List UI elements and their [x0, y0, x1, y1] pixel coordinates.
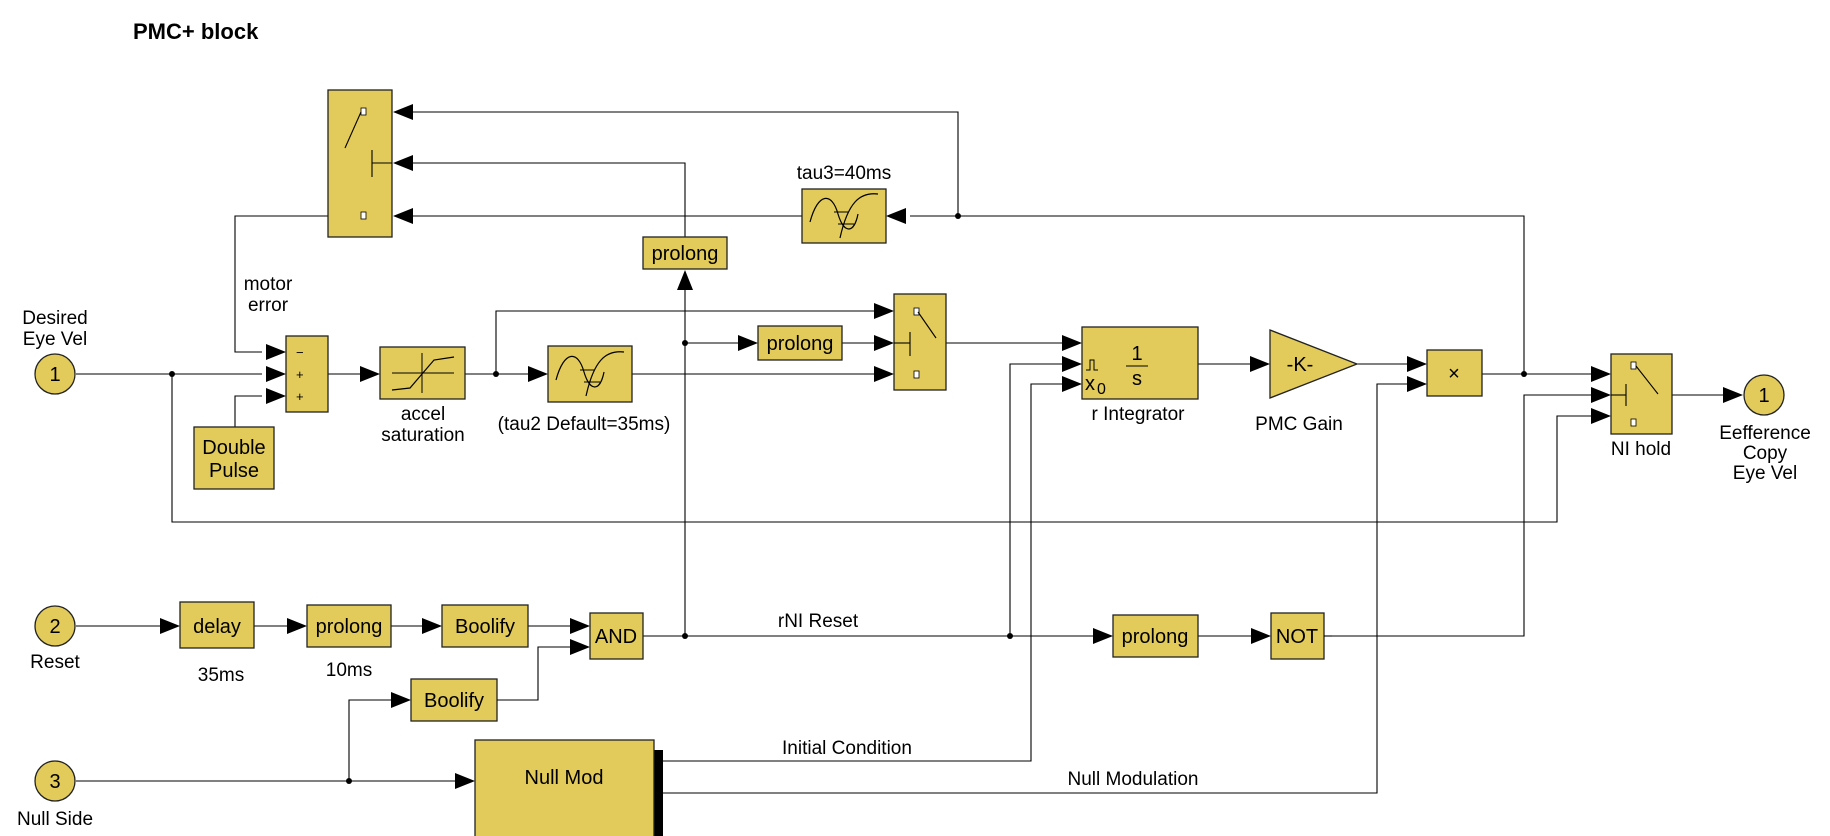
svg-text:Boolify: Boolify: [424, 690, 484, 712]
signal-wires: [76, 104, 1743, 794]
prolong-rni-block[interactable]: prolong: [1112, 614, 1199, 658]
ni-hold-label: NI hold: [1611, 439, 1671, 460]
prolong-reset-block[interactable]: prolong: [306, 604, 392, 648]
svg-text:delay: delay: [193, 616, 241, 638]
initial-condition-label: Initial Condition: [782, 738, 912, 759]
tau2-delay-label: (tau2 Default=35ms): [498, 414, 671, 435]
integrator-denominator: s: [1132, 368, 1142, 390]
integrator-label: r Integrator: [1092, 404, 1186, 425]
svg-text:prolong: prolong: [652, 243, 719, 265]
prolong-mid-block[interactable]: prolong: [757, 325, 843, 361]
boolify-1-block[interactable]: Boolify: [441, 604, 529, 648]
svg-text:Pulse: Pulse: [209, 460, 259, 482]
not-gate-block[interactable]: NOT: [1270, 612, 1325, 660]
inport-1[interactable]: 1: [34, 353, 76, 395]
double-pulse-block[interactable]: Double Pulse: [193, 426, 275, 490]
accel-saturation-label-2: saturation: [381, 425, 464, 446]
inport-1-label-2: Eye Vel: [23, 329, 87, 350]
svg-text:2: 2: [49, 616, 60, 638]
svg-text:AND: AND: [595, 626, 637, 648]
outport-1-label-3: Eye Vel: [1733, 463, 1797, 484]
null-mod-subsystem[interactable]: Null Mod: [474, 739, 663, 836]
svg-text:3: 3: [49, 771, 60, 793]
inport-3[interactable]: 3: [34, 760, 76, 802]
accel-saturation-block[interactable]: [379, 346, 466, 400]
inport-3-label: Null Side: [17, 809, 93, 830]
inport-1-label: Desired: [22, 308, 87, 329]
and-gate-block[interactable]: AND: [589, 612, 644, 660]
svg-text:-K-: -K-: [1287, 354, 1314, 376]
prolong-time-label: 10ms: [326, 660, 372, 681]
tau3-delay-label: tau3=40ms: [797, 163, 892, 184]
svg-text:Null Mod: Null Mod: [525, 767, 604, 789]
integrator-block[interactable]: 1 s x 0: [1081, 326, 1199, 400]
inport-2[interactable]: 2: [34, 605, 76, 647]
gain-label: PMC Gain: [1255, 414, 1343, 435]
svg-text:Double: Double: [202, 437, 265, 459]
gain-block[interactable]: -K-: [1269, 329, 1359, 399]
null-modulation-label: Null Modulation: [1068, 769, 1199, 790]
tau3-delay-block[interactable]: [801, 188, 887, 244]
svg-text:prolong: prolong: [767, 333, 834, 355]
integrator-numerator: 1: [1131, 343, 1142, 365]
product-block[interactable]: ×: [1426, 349, 1483, 397]
diagram-title: PMC+ block: [133, 19, 259, 44]
delay-block[interactable]: delay: [179, 601, 255, 649]
svg-text:Boolify: Boolify: [455, 616, 515, 638]
sum-sign-plus-2: +: [296, 389, 304, 404]
boolify-2-block[interactable]: Boolify: [410, 678, 498, 722]
motor-error-label: motor: [244, 274, 293, 295]
outport-1[interactable]: 1: [1743, 374, 1785, 416]
outport-1-label: Eefference: [1719, 423, 1811, 444]
svg-text:1: 1: [49, 364, 60, 386]
sum-sign-minus: −: [296, 345, 304, 360]
rni-reset-label: rNI Reset: [778, 611, 859, 632]
ni-hold-block[interactable]: [1610, 353, 1673, 435]
integrator-ic-x: x: [1085, 373, 1095, 395]
inport-2-label: Reset: [30, 652, 80, 673]
svg-text:1: 1: [1758, 385, 1769, 407]
svg-text:NOT: NOT: [1276, 626, 1318, 648]
svg-text:prolong: prolong: [1122, 626, 1189, 648]
sum-block[interactable]: − + +: [285, 335, 329, 413]
tau2-delay-block[interactable]: [547, 345, 633, 403]
svg-text:×: ×: [1448, 363, 1460, 385]
prolong-top-block[interactable]: prolong: [642, 236, 728, 270]
motor-error-label-2: error: [248, 295, 289, 316]
middle-switch-block[interactable]: [893, 293, 947, 391]
sum-sign-plus-1: +: [296, 367, 304, 382]
outport-1-label-2: Copy: [1743, 443, 1788, 464]
accel-saturation-label: accel: [401, 404, 445, 425]
delay-time-label: 35ms: [198, 665, 244, 686]
svg-text:prolong: prolong: [316, 616, 383, 638]
top-switch-block[interactable]: [327, 89, 393, 238]
integrator-ic-sub: 0: [1097, 381, 1106, 398]
